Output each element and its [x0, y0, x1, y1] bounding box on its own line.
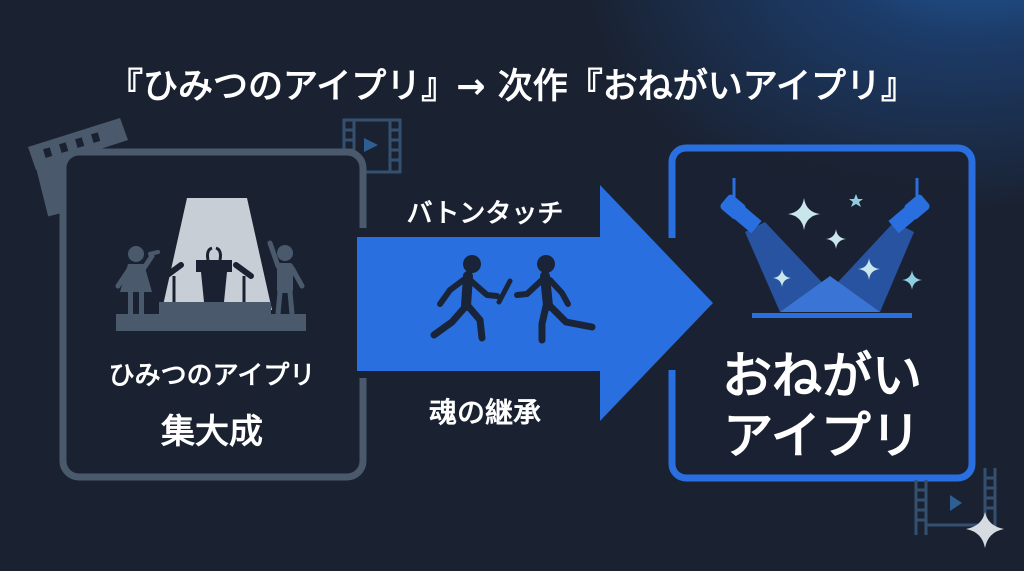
right-panel-line1: おねがい: [722, 347, 922, 405]
sparkle-icon: [966, 512, 1004, 548]
page-title: 『ひみつのアイプリ』→ 次作『おねがいアイプリ』: [107, 67, 916, 107]
film-strip-play-icon: [342, 118, 402, 174]
transition-arrow: [357, 185, 713, 421]
left-panel-line2: 集大成: [161, 412, 263, 452]
stage-spotlight-podium-icon: [115, 198, 306, 331]
right-panel-line2: アイプリ: [723, 407, 921, 465]
arrow-bottom-label: 魂の継承: [428, 396, 541, 429]
arrow-top-label: バトンタッチ: [406, 199, 564, 229]
spotlights-sparkles-icon: [720, 178, 930, 318]
left-panel-line1: ひみつのアイプリ: [108, 361, 316, 391]
relay-baton-pass-icon: [430, 255, 596, 344]
